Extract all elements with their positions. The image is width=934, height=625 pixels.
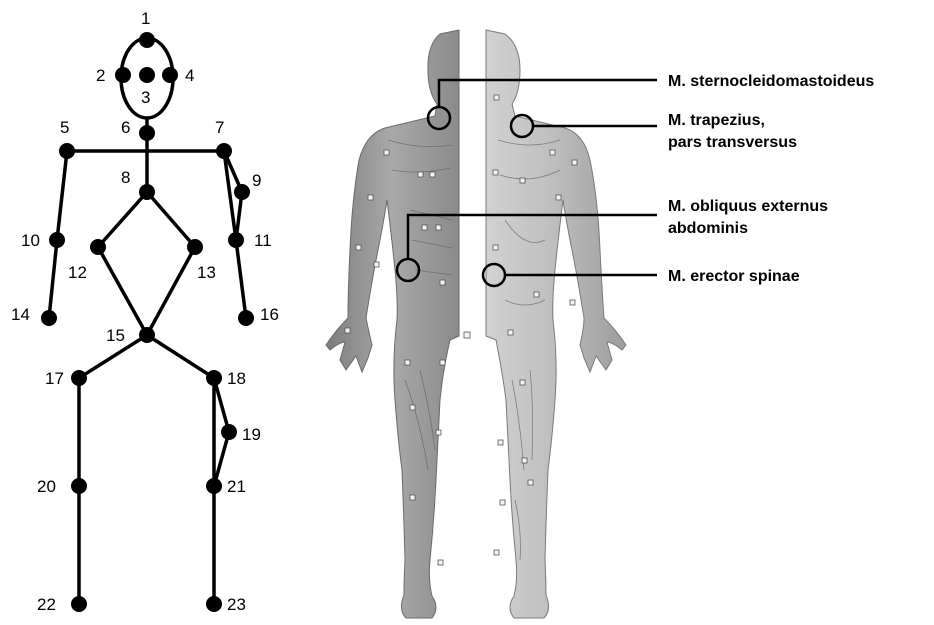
joint-label-11: 11 [254, 231, 272, 250]
joint-18 [206, 370, 222, 386]
joint-label-1: 1 [141, 9, 150, 28]
joint-4 [162, 67, 178, 83]
joint-label-18: 18 [227, 369, 246, 388]
center-gap [460, 28, 485, 623]
joint-label-4: 4 [185, 66, 194, 85]
joint-16 [238, 310, 254, 326]
joint-label-5: 5 [60, 118, 69, 137]
front-body-half [326, 30, 459, 618]
joint-21 [206, 478, 222, 494]
joint-22 [71, 596, 87, 612]
joint-3 [139, 67, 155, 83]
joint-label-13: 13 [197, 263, 216, 282]
joint-23 [206, 596, 222, 612]
joint-19 [221, 424, 237, 440]
label-trapezius-line2: pars transversus [668, 134, 797, 151]
joint-label-19: 19 [242, 425, 261, 444]
joint-label-21: 21 [227, 477, 246, 496]
joint-label-16: 16 [260, 305, 279, 324]
joint-label-6: 6 [121, 118, 130, 137]
joint-15 [139, 327, 155, 343]
joint-label-10: 10 [21, 231, 40, 250]
joint-7 [216, 143, 232, 159]
joint-10 [49, 232, 65, 248]
joint-label-12: 12 [68, 263, 87, 282]
joint-12 [90, 239, 106, 255]
joint-20 [71, 478, 87, 494]
label-obliquus-line1: M. obliquus externus [668, 198, 828, 215]
joint-label-17: 17 [45, 369, 64, 388]
skeleton-diagram: 1 2 3 4 5 6 7 8 9 10 11 12 13 14 15 16 1… [11, 9, 279, 614]
joint-14 [41, 310, 57, 326]
joint-1 [139, 32, 155, 48]
joint-11 [228, 232, 244, 248]
joint-9 [234, 184, 250, 200]
joint-label-20: 20 [37, 477, 56, 496]
joint-label-22: 22 [37, 595, 56, 614]
joint-label-8: 8 [121, 168, 130, 187]
label-erector-spinae: M. erector spinae [668, 268, 800, 285]
joint-2 [115, 67, 131, 83]
back-body-half [486, 30, 626, 618]
joint-17 [71, 370, 87, 386]
label-sternocleidomastoideus: M. sternocleidomastoideus [668, 73, 874, 90]
joint-label-3: 3 [141, 88, 150, 107]
joint-label-2: 2 [96, 66, 105, 85]
joint-8 [139, 184, 155, 200]
joint-label-23: 23 [227, 595, 246, 614]
joint-label-7: 7 [215, 118, 224, 137]
joint-label-15: 15 [106, 326, 125, 345]
joint-6 [139, 125, 155, 141]
joint-13 [187, 239, 203, 255]
muscle-anatomy-figure [326, 28, 626, 623]
joint-label-9: 9 [252, 171, 261, 190]
joint-5 [59, 143, 75, 159]
joint-label-14: 14 [11, 305, 30, 324]
label-trapezius-line1: M. trapezius, [668, 112, 765, 129]
label-obliquus-line2: abdominis [668, 220, 748, 237]
